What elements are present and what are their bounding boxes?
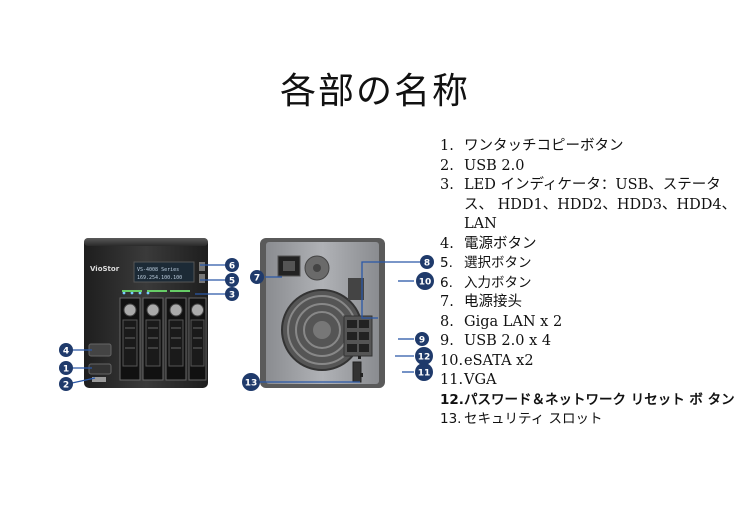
callout-badge-6: 6 <box>225 258 239 272</box>
svg-text:11: 11 <box>418 369 431 379</box>
lcd-line-2: 169.254.100.100 <box>137 275 182 281</box>
callout-badge-5: 5 <box>225 273 239 287</box>
usb-lan-port-block <box>343 315 373 357</box>
callout-badge-9: 9 <box>415 332 429 346</box>
parts-list: 1.ワンタッチコピーボタン 2.USB 2.0 3.LED インディケータ：US… <box>440 137 740 430</box>
list-item: 9.USB 2.0 x 4 <box>440 333 552 349</box>
list-item: 8.Giga LAN x 2 <box>440 313 563 330</box>
list-item: 10. eSATA x2 <box>440 352 534 369</box>
led-indicators <box>122 290 190 295</box>
esata-ports <box>348 278 364 300</box>
list-item: 5.選択ボタン <box>440 255 532 271</box>
svg-text:9: 9 <box>419 336 425 346</box>
power-button[interactable] <box>88 343 112 357</box>
list-item: 11.VGA <box>440 372 497 388</box>
list-item: 4.電源ボタン <box>440 235 537 252</box>
lcd-line-1: VS-4008 Series <box>137 267 179 273</box>
brand-logo: VioStor <box>90 265 120 273</box>
reset-button[interactable] <box>358 356 361 359</box>
svg-text:6: 6 <box>229 262 235 272</box>
callout-badge-10: 10 <box>416 272 434 290</box>
svg-text:8: 8 <box>424 259 430 269</box>
callout-badge-8: 8 <box>420 255 434 269</box>
list-item: 3.LED インディケータ：USB、ステータス、 HDD1、HDD2、HDD3、… <box>440 177 737 232</box>
list-item: 12.パスワード＆ネットワーク リセット ボ タン <box>440 391 735 408</box>
list-item: 6.入力ボタン <box>440 274 532 291</box>
callout-badge-3: 3 <box>225 287 239 301</box>
svg-text:12: 12 <box>418 353 431 363</box>
nas-front-view: VioStor VS-4008 Series 169.254.100.100 <box>84 238 208 388</box>
vga-port <box>352 361 362 383</box>
drive-trays <box>119 297 207 381</box>
list-item: 1.ワンタッチコピーボタン <box>440 138 624 154</box>
svg-text:3: 3 <box>229 291 235 301</box>
enter-button[interactable] <box>199 262 205 271</box>
callout-badge-11: 11 <box>415 363 433 381</box>
select-button[interactable] <box>199 274 205 283</box>
svg-text:10: 10 <box>419 278 432 288</box>
list-item: 7.电源接头 <box>440 294 522 310</box>
page-title: 各部の名称 <box>279 71 470 112</box>
list-item: 2.USB 2.0 <box>440 157 525 174</box>
security-slot <box>360 373 363 377</box>
list-item: 13.セキュリティ スロット <box>440 411 603 427</box>
nas-rear-view <box>260 238 385 388</box>
callout-badge-12: 12 <box>415 347 433 365</box>
one-touch-copy-button[interactable] <box>88 363 112 375</box>
svg-text:5: 5 <box>229 277 235 287</box>
usb-front-port <box>92 377 106 382</box>
